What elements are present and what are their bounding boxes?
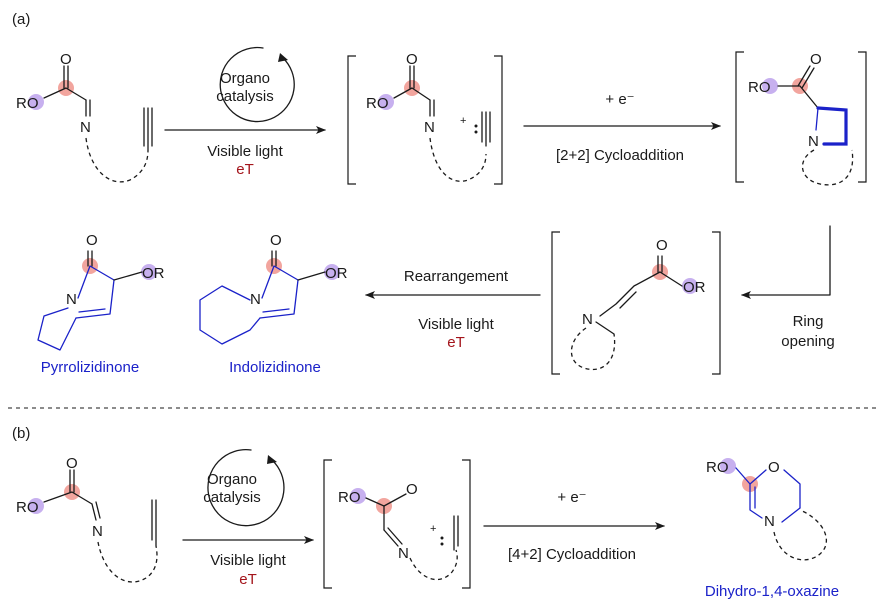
substrate-b: RO O N [16, 455, 158, 583]
svg-text:N: N [66, 291, 77, 308]
svg-text:N: N [764, 513, 775, 530]
svg-text:Visible light: Visible light [418, 316, 494, 333]
arrow-a3 [741, 225, 831, 299]
product-indolizidinone: O N OR [199, 232, 348, 345]
svg-text:OR: OR [325, 265, 348, 282]
product-dihydro-oxazine: RO O N [706, 458, 828, 561]
svg-text:+: + [430, 523, 436, 535]
product-pyrrolizidinone: O N OR [37, 232, 165, 351]
svg-text:N: N [808, 133, 819, 150]
svg-text:RO: RO [338, 489, 361, 506]
svg-text:O: O [768, 459, 780, 476]
product-name-oxazine: Dihydro-1,4-oxazine [705, 583, 839, 600]
svg-text:catalysis: catalysis [216, 88, 274, 105]
svg-text:N: N [92, 523, 103, 540]
svg-text:O: O [86, 232, 98, 249]
svg-text:OR: OR [142, 265, 165, 282]
svg-text:opening: opening [781, 333, 834, 350]
svg-text:O: O [66, 455, 78, 472]
svg-text:RO: RO [16, 499, 39, 516]
svg-text:[2+2] Cycloaddition: [2+2] Cycloaddition [556, 147, 684, 164]
svg-text:+: + [460, 115, 466, 127]
svg-text:+ e⁻: + e⁻ [605, 91, 634, 108]
svg-text:O: O [656, 237, 668, 254]
svg-text:RO: RO [16, 95, 39, 112]
svg-text:+ e⁻: + e⁻ [557, 489, 586, 506]
intermediate-radical-cation-a: RO O N + [347, 51, 503, 185]
svg-text:O: O [406, 481, 418, 498]
svg-text:Visible light: Visible light [207, 143, 283, 160]
svg-text:RO: RO [706, 459, 729, 476]
svg-text:Organo: Organo [207, 471, 257, 488]
svg-text:RO: RO [366, 95, 389, 112]
svg-text:Rearrangement: Rearrangement [404, 268, 509, 285]
svg-text:Visible light: Visible light [210, 552, 286, 569]
panel-b-label: (b) [12, 425, 30, 442]
svg-text:Organo: Organo [220, 70, 270, 87]
intermediate-ring-opened: O OR N [551, 231, 721, 375]
svg-text:N: N [582, 311, 593, 328]
svg-text:Ring: Ring [793, 313, 824, 330]
svg-text:eT: eT [236, 161, 254, 178]
organocatalysis-cycle-b: Organo catalysis [203, 449, 285, 527]
svg-text:N: N [398, 545, 409, 562]
svg-text:OR: OR [683, 279, 706, 296]
svg-text:N: N [424, 119, 435, 136]
svg-text:catalysis: catalysis [203, 489, 261, 506]
svg-text:N: N [80, 119, 91, 136]
intermediate-radical-cation-b: RO O N + [323, 459, 471, 589]
svg-text:eT: eT [239, 571, 257, 588]
svg-text:RO: RO [748, 79, 771, 96]
organocatalysis-cycle-a: Organo catalysis [216, 46, 295, 123]
product-name-indolizidinone: Indolizidinone [229, 359, 321, 376]
svg-text:O: O [270, 232, 282, 249]
svg-text:eT: eT [447, 334, 465, 351]
panel-a-label: (a) [12, 11, 30, 28]
intermediate-azetine: RO O N [735, 51, 867, 186]
svg-text:O: O [406, 51, 418, 68]
svg-text:O: O [810, 51, 822, 68]
svg-text:N: N [250, 291, 261, 308]
substrate-a: RO O N [16, 51, 153, 183]
svg-text:O: O [60, 51, 72, 68]
product-name-pyrrolizidinone: Pyrrolizidinone [41, 359, 139, 376]
svg-text:[4+2] Cycloaddition: [4+2] Cycloaddition [508, 546, 636, 563]
